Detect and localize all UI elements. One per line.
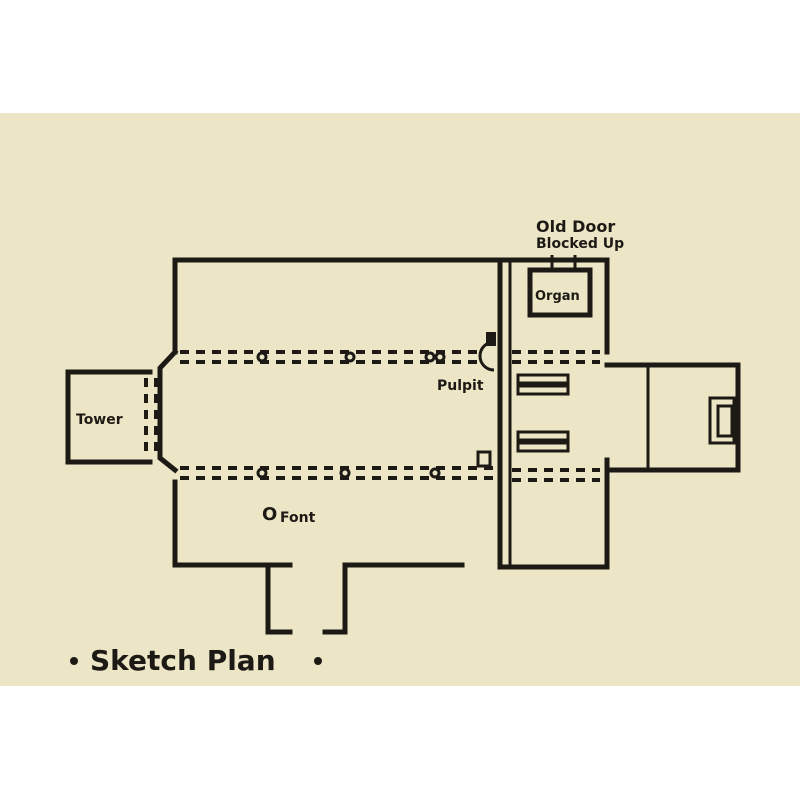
east-extension — [604, 362, 741, 473]
tower-label: Tower — [76, 412, 123, 428]
font-marker: O — [262, 504, 277, 525]
title-bullet-left — [70, 657, 78, 665]
pulpit — [476, 332, 496, 468]
nave-arcades — [180, 350, 495, 480]
chancel — [497, 257, 610, 570]
porch — [265, 562, 348, 635]
nave-walls — [157, 257, 503, 570]
organ-label: Organ — [535, 289, 580, 304]
pulpit-label: Pulpit — [437, 378, 484, 394]
title-bullet-right — [314, 657, 322, 665]
font-label: Font — [280, 510, 316, 526]
sketch-plan-title: Sketch Plan — [90, 644, 276, 677]
blocked-up-label: Blocked Up — [536, 236, 624, 252]
old-door-label: Old Door — [536, 217, 615, 236]
organ-chamber — [527, 255, 593, 318]
paper-sheet — [0, 113, 800, 686]
tower — [65, 369, 158, 465]
